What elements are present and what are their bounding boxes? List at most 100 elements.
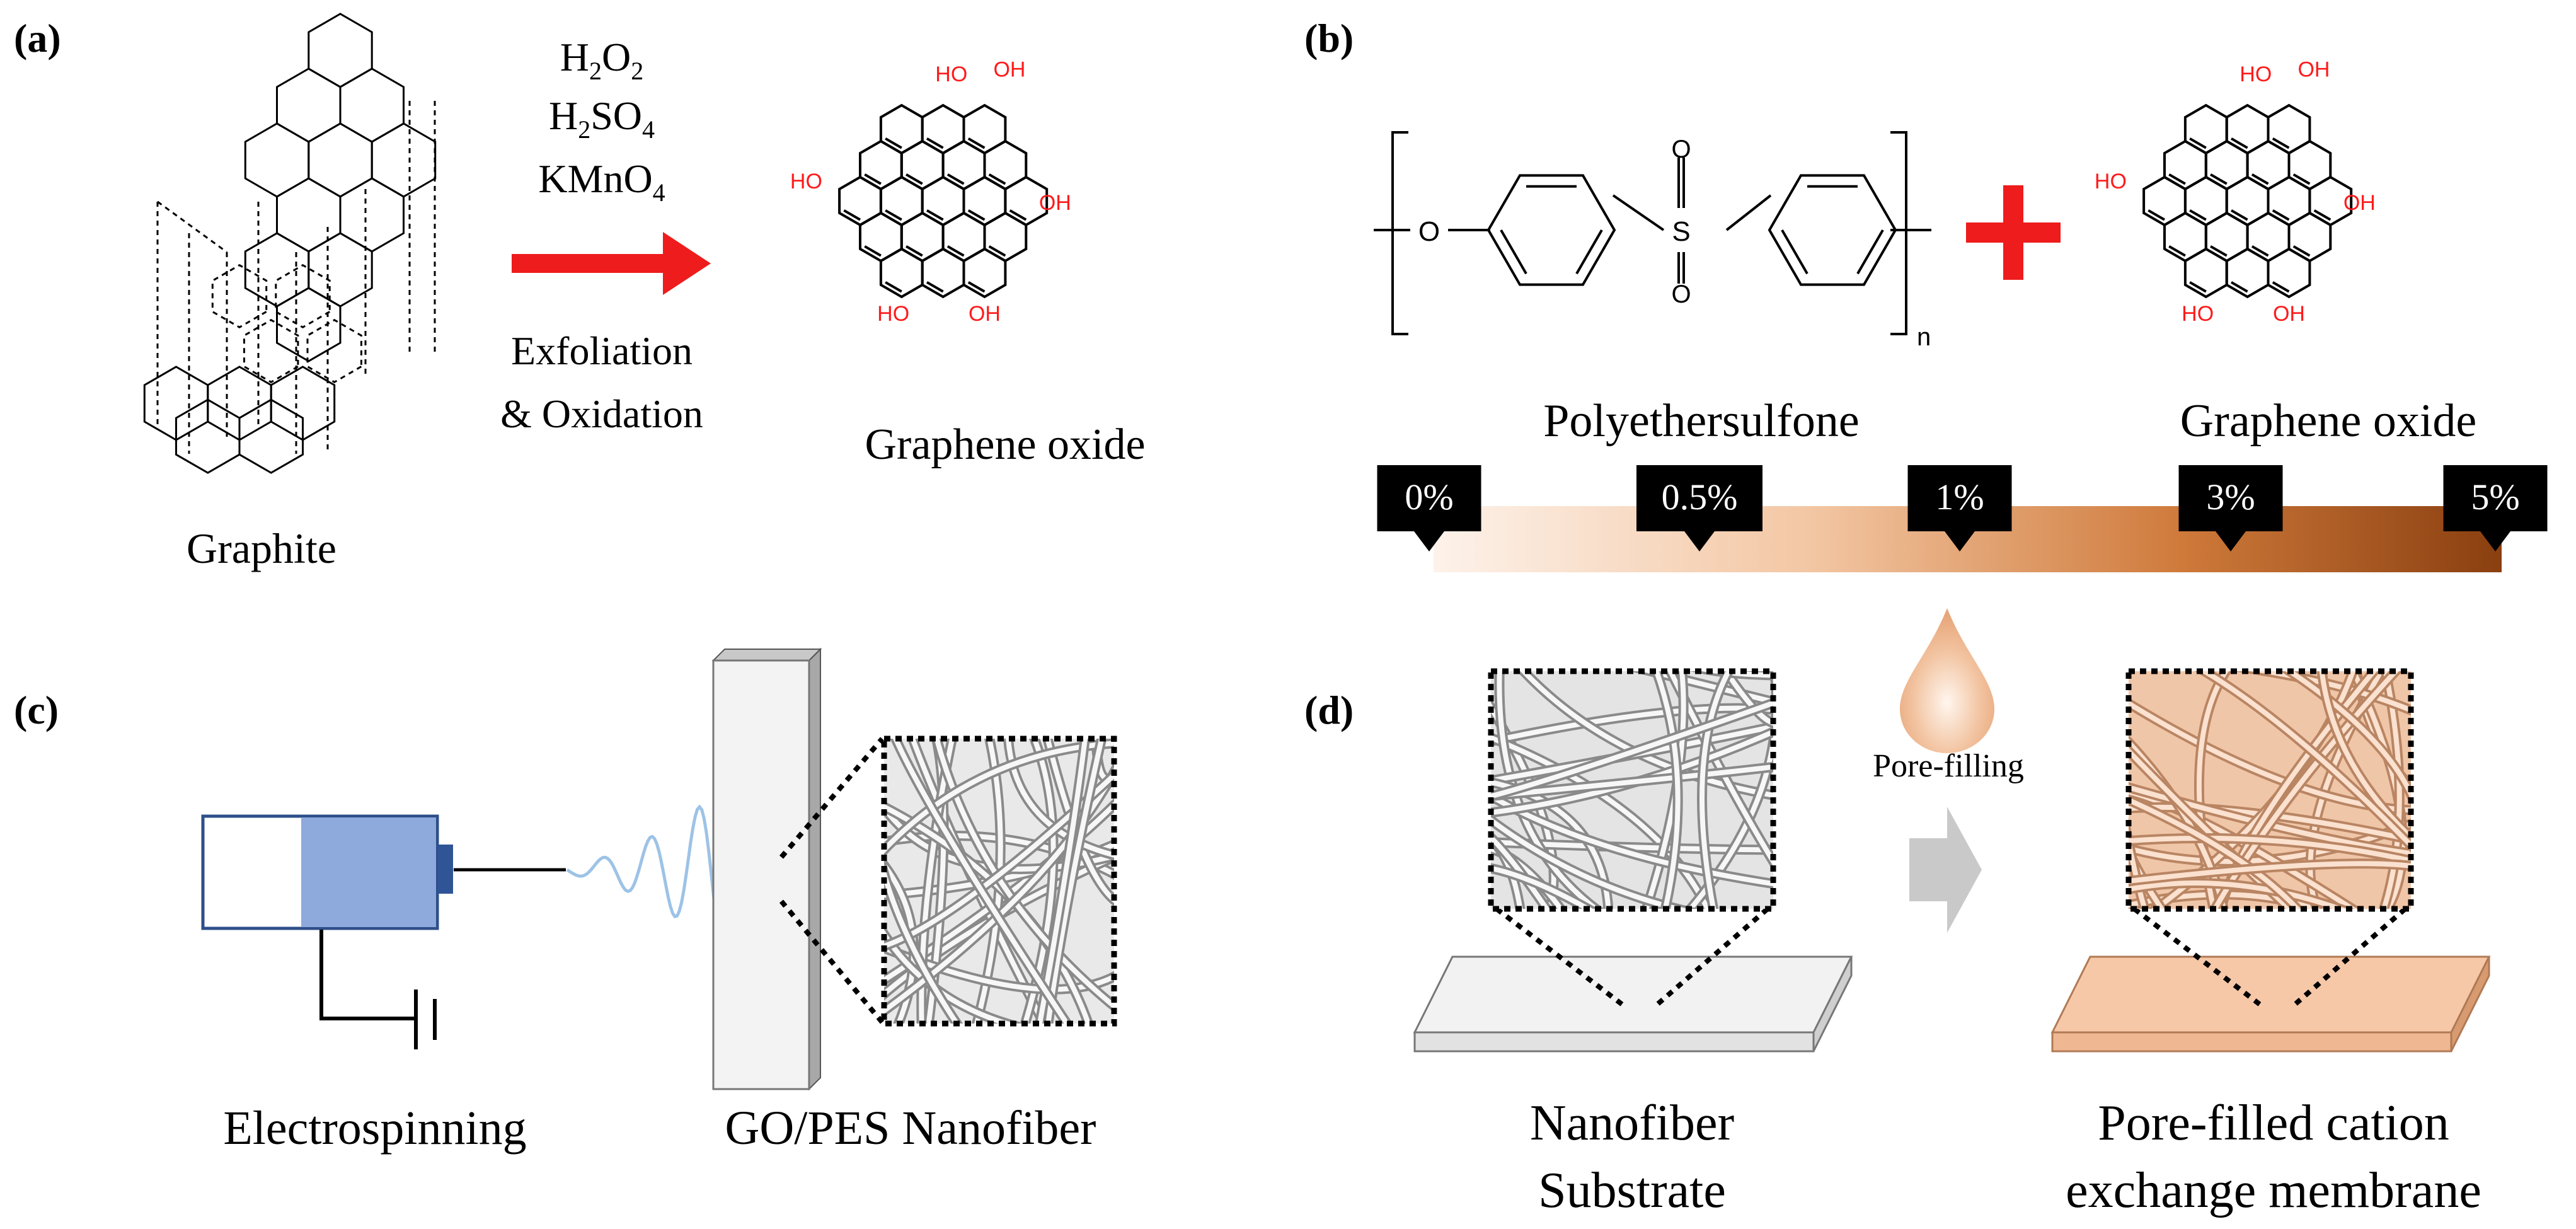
concentration-tag (1907, 465, 2012, 531)
double-bond (946, 173, 965, 185)
graphite-middle-layer (211, 263, 362, 384)
concentration-value: 1% (1935, 476, 1984, 517)
fiber (2285, 671, 2411, 800)
fiber (1491, 817, 1689, 909)
graphite-hexagon (339, 177, 405, 253)
double-bond (864, 173, 882, 185)
graphite-hexagon-mid (211, 263, 268, 329)
aromatic-ring (2183, 247, 2228, 299)
graphite-hexagon (244, 122, 310, 198)
nanofiber-inset-c (881, 736, 1117, 1027)
hydroxyl-group: HO (2240, 62, 2272, 86)
graphite-label: Graphite (187, 524, 336, 572)
collector-plate (711, 647, 822, 1091)
double-bond (2292, 245, 2311, 257)
process-arrow-icon (1909, 807, 1982, 933)
hydroxyl-group: OH (1039, 191, 1071, 215)
sulfone-oxygen-bottom: O (1671, 280, 1691, 308)
polyethersulfone-label: Polyethersulfone (1543, 395, 1859, 447)
double-bond (2230, 137, 2248, 149)
double-bond (2189, 209, 2207, 221)
reagent-list: H2O2 H2SO4 KMnO4 (538, 35, 665, 207)
concentration-tag (2443, 465, 2548, 531)
electrospinning-label: Electrospinning (223, 1102, 526, 1155)
double-bond (2272, 137, 2290, 149)
fiber (1045, 739, 1114, 903)
membrane-inset-d (2125, 668, 2414, 912)
process-oxidation: & Oxidation (500, 391, 703, 436)
hydroxyl-group: OH (993, 57, 1025, 81)
fiber (2250, 671, 2411, 713)
double-bond (926, 209, 944, 221)
benzene-double-bond (1781, 229, 1808, 275)
concentration-value: 3% (2206, 476, 2255, 517)
concentration-tag (1377, 465, 1481, 531)
reagent-kmno4: KMnO4 (538, 156, 665, 207)
fiber (1491, 735, 1711, 909)
double-bond (967, 209, 986, 221)
process-exfoliation: Exfoliation (511, 328, 693, 373)
double-bond (2168, 173, 2186, 185)
double-bond (864, 245, 882, 257)
fiber (1699, 671, 1732, 909)
fiber (1701, 671, 1773, 678)
aromatic-ring (962, 247, 1007, 299)
double-bond (2251, 245, 2269, 257)
double-bond (988, 245, 1006, 257)
graphite-hexagon (308, 122, 373, 198)
fiber (2129, 861, 2411, 884)
hydroxyl-group: HO (790, 170, 822, 193)
panel-a: (a) Graphite H2O2 (14, 13, 1146, 572)
graphite-hexagon (276, 287, 342, 362)
fiber (2199, 671, 2411, 850)
fiber (934, 739, 1114, 1010)
substrate-label-line1: Nanofiber (1530, 1095, 1734, 1151)
hydroxyl-group: OH (969, 302, 1001, 326)
fiber (2129, 797, 2301, 909)
fiber (1006, 739, 1114, 858)
graphite-hexagon-mid (275, 263, 331, 329)
graphite-hexagon-mid (306, 318, 362, 384)
panel-d: (d) Pore-filling (1304, 608, 2491, 1218)
double-bond (843, 209, 861, 221)
concentration-tag-pointer (1414, 531, 1444, 551)
graphite-hexagon-mid (243, 318, 299, 384)
fiber (1491, 700, 1773, 799)
graphite-hexagon-bottom (238, 398, 304, 474)
fiber (1037, 739, 1088, 1024)
double-bond (967, 281, 986, 293)
double-bond (926, 137, 944, 149)
benzene-hexagon (1486, 174, 1616, 286)
plus-sign (1966, 185, 2061, 280)
concentration-tag-pointer (1684, 531, 1715, 551)
double-bond (946, 245, 965, 257)
panel-a-label: (a) (14, 16, 61, 61)
graphene-oxide-label-b: Graphene oxide (2180, 395, 2477, 447)
concentration-value: 5% (2471, 476, 2519, 517)
double-bond (906, 245, 923, 257)
hydroxyl-group: OH (2273, 302, 2305, 326)
droplet-icon (1900, 608, 1994, 753)
nanofiber-inset-d (1488, 668, 1776, 912)
graphite-hexagon (308, 232, 373, 308)
benzene-hexagon (1768, 174, 1897, 286)
zoom-lines-c (779, 737, 885, 1024)
pore-filling-label: Pore-filling (1873, 748, 2024, 784)
double-bond (885, 137, 902, 149)
fiber (1491, 834, 1550, 909)
fiber (1491, 764, 1773, 799)
graphite-hexagon (339, 67, 405, 143)
substrate-label-line2: Substrate (1538, 1163, 1726, 1218)
aromatic-ring (2267, 247, 2311, 299)
concentration-tag-pointer (2480, 531, 2510, 551)
double-bond (2230, 281, 2248, 293)
panel-c: (c) (14, 647, 1117, 1155)
membrane-label-line2: exchange membrane (2066, 1163, 2481, 1218)
zoom-lines-d1 (1495, 906, 1769, 1010)
benzene-double-bond (1856, 229, 1884, 275)
hydroxyl-group: HO (2095, 170, 2127, 193)
graphite-hexagon (308, 13, 373, 88)
